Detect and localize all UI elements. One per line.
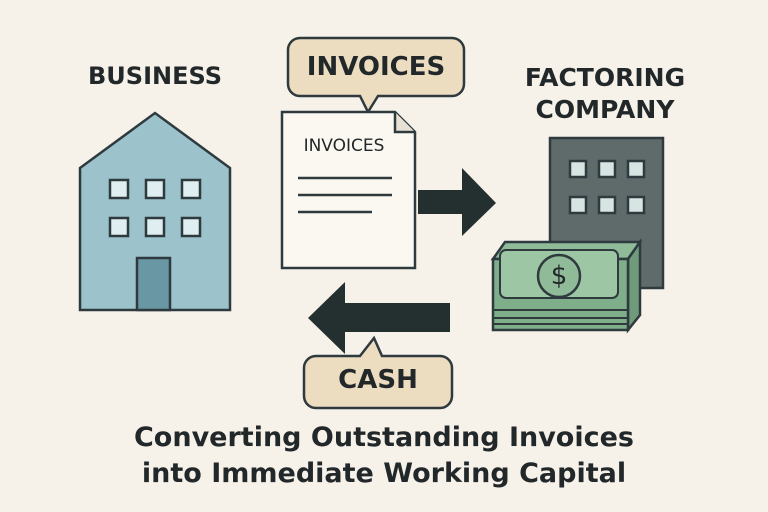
dollar-sign: $	[550, 261, 568, 291]
factoring-label-line1: FACTORING	[524, 63, 686, 92]
caption-line1: Converting Outstanding Invoices	[133, 422, 634, 453]
invoice-document-title: INVOICES	[303, 136, 385, 156]
invoices-bubble-label: INVOICES	[306, 52, 446, 82]
factoring-label-line2: COMPANY	[535, 95, 675, 124]
business-building-icon	[78, 111, 232, 312]
cash-bubble-label: CASH	[338, 365, 418, 395]
caption-line2: into Immediate Working Capital	[141, 458, 627, 489]
arrow-left-icon	[308, 282, 450, 354]
money-stack-icon	[490, 238, 643, 334]
arrow-right-icon	[418, 168, 496, 236]
invoice-document-icon	[280, 110, 417, 270]
cash-bubble	[302, 335, 454, 410]
invoices-bubble	[286, 36, 466, 115]
factoring-company-label: FACTORING COMPANY	[505, 62, 705, 126]
caption: Converting Outstanding Invoices into Imm…	[0, 420, 768, 492]
dollar-coin-icon	[536, 253, 582, 299]
business-label: BUSINESS	[88, 62, 222, 90]
